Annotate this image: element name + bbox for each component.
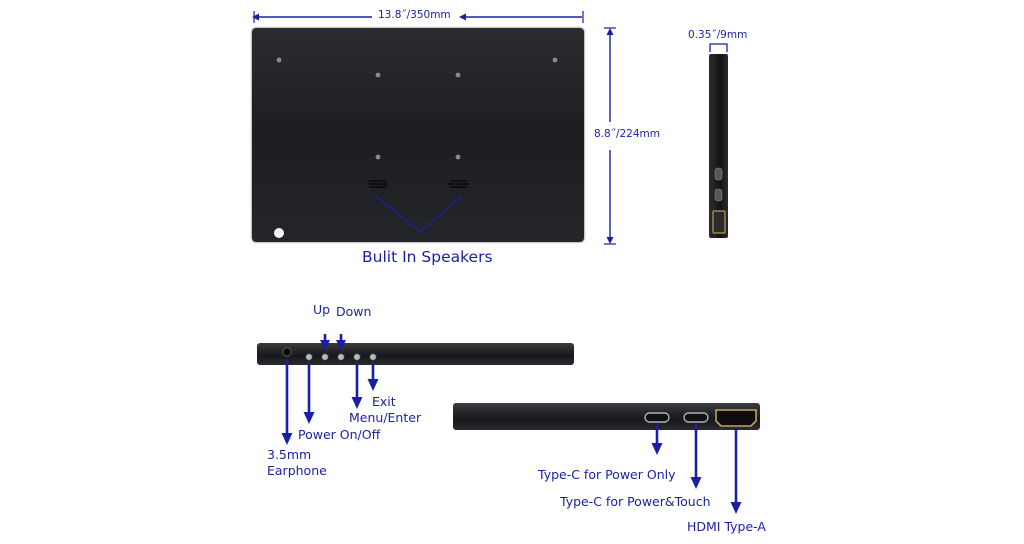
height-dimension-label: 8.8˝/224mm [594, 128, 660, 140]
monitor-side-profile [709, 54, 728, 238]
height-dimension-arrow [604, 27, 616, 245]
port-arrows [651, 424, 742, 514]
screw [455, 72, 461, 78]
exit-button-label: Exit [372, 394, 396, 409]
earphone-label-line2: Earphone [267, 463, 327, 478]
top-edge-arrows [281, 334, 379, 445]
width-dimension-arrow [252, 11, 584, 23]
mounting-screws [276, 57, 558, 160]
speaker-grille-right [448, 180, 469, 188]
earphone-label-line1: 3.5mm [267, 447, 312, 462]
usb-c-power-port [644, 412, 670, 423]
side-usb-c-port [714, 188, 723, 202]
down-button-label: Down [336, 304, 372, 319]
typec-power-label: Type-C for Power Only [538, 467, 676, 482]
port-edge-connectors [644, 409, 757, 427]
side-usb-c-port [714, 167, 723, 181]
monitor-port-edge [453, 403, 760, 430]
depth-dimension-bracket [709, 43, 728, 52]
power-button-label: Power On/Off [298, 427, 381, 442]
hdmi-label: HDMI Type-A [687, 519, 766, 534]
monitor-top-edge [257, 343, 574, 365]
hdmi-port [715, 409, 757, 427]
down-button [337, 353, 345, 361]
earphone-jack [282, 347, 292, 357]
menu-enter-button [353, 353, 361, 361]
screw [455, 154, 461, 160]
monitor-back-panel [252, 28, 584, 242]
screw [552, 57, 558, 63]
menu-enter-button-label: Menu/Enter [349, 410, 422, 425]
screw [375, 72, 381, 78]
power-button [305, 353, 313, 361]
side-hdmi-port [712, 210, 726, 234]
screw [375, 154, 381, 160]
screw [276, 57, 282, 63]
side-profile-ports [712, 167, 726, 234]
typec-touch-label: Type-C for Power&Touch [560, 494, 711, 509]
speaker-pointer-lines [375, 195, 463, 233]
exit-button [369, 353, 377, 361]
up-button-label: Up [313, 302, 331, 317]
speakers-label: Bulit In Speakers [362, 248, 493, 266]
speaker-grille-left [367, 180, 388, 188]
depth-dimension-label: 0.35˝/9mm [688, 29, 748, 41]
width-dimension-label: 13.8˝/350mm [378, 9, 451, 21]
top-edge-controls [282, 347, 377, 361]
usb-c-touch-port [683, 412, 709, 423]
stand-mount-hole [274, 228, 284, 238]
up-button [321, 353, 329, 361]
